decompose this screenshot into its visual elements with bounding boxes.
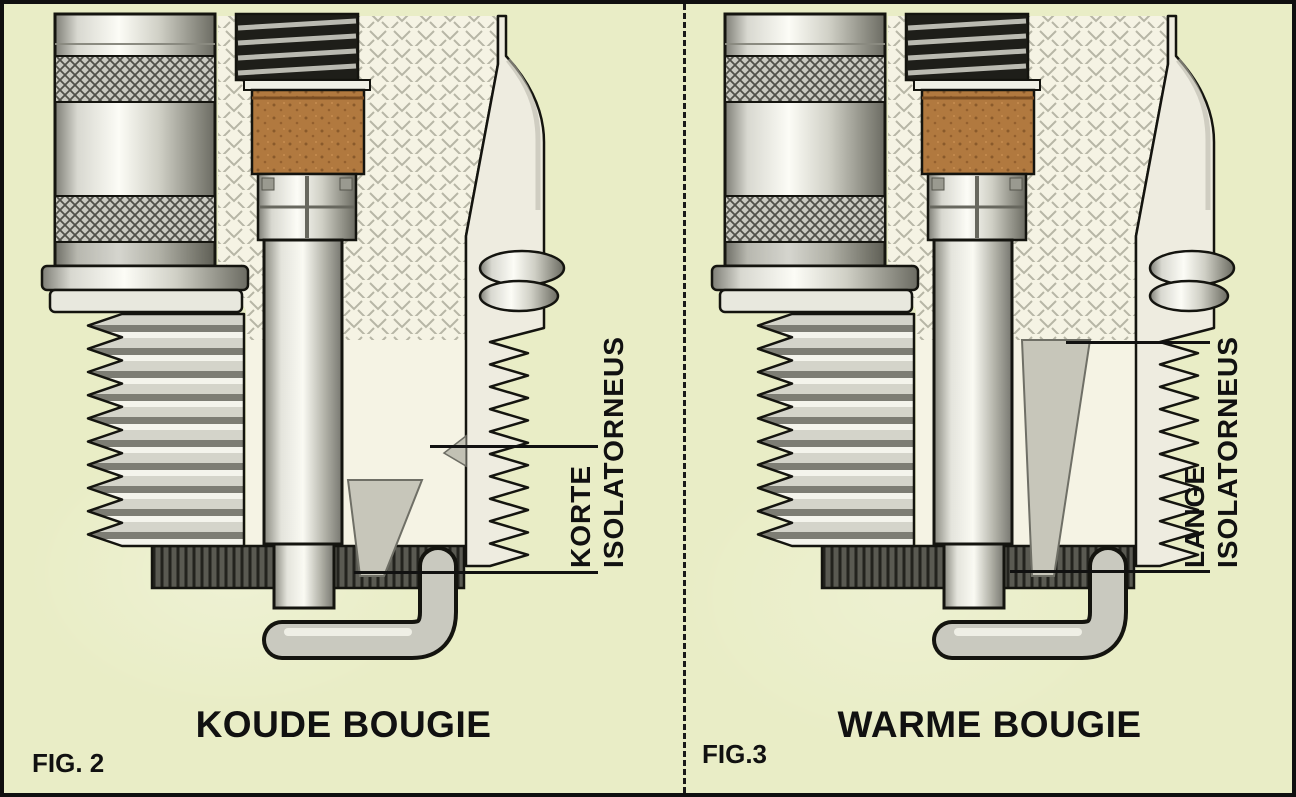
annotation-word-korte: KORTE [565, 465, 596, 568]
figure-title-koude-bougie: KOUDE BOUGIE [195, 704, 492, 745]
leader-line-lange-upper [1066, 341, 1210, 344]
annotation-lange-isolatorneus: LANGE ISOLATORNEUS [1178, 336, 1244, 568]
annotation-word-lange: LANGE [1179, 465, 1210, 568]
annotation-word-isolatorneus-right: ISOLATORNEUS [1212, 336, 1243, 568]
figure-label-fig2: FIG. 2 [32, 748, 105, 778]
leader-line-korte-lower [354, 571, 598, 574]
annotation-word-isolatorneus-left: ISOLATORNEUS [598, 336, 629, 568]
figure-label-fig3: FIG.3 [702, 739, 768, 769]
spark-plug-cutaway-warm [710, 12, 1236, 660]
leader-line-lange-lower [1010, 570, 1210, 573]
leader-line-korte-upper [430, 445, 598, 448]
panel-divider [683, 4, 686, 793]
figure-title-warme-bougie: WARME BOUGIE [837, 704, 1142, 745]
annotation-korte-isolatorneus: KORTE ISOLATORNEUS [564, 336, 630, 568]
spark-plug-cutaway-cold [40, 12, 566, 660]
